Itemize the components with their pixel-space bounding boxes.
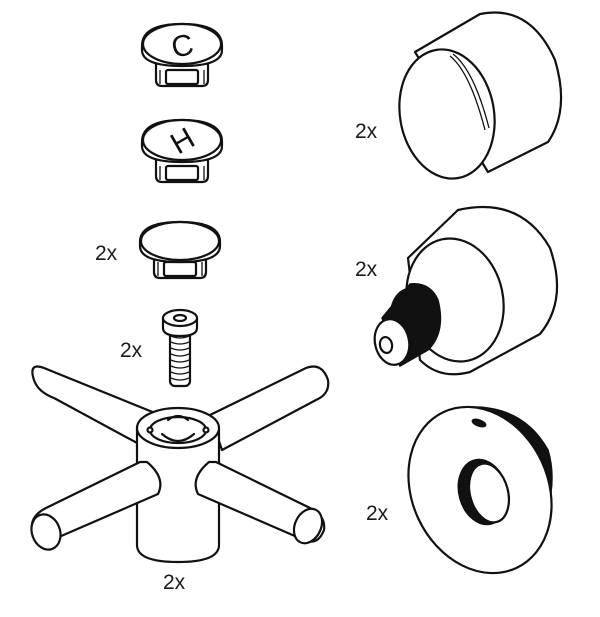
ring-rosette-icon — [407, 405, 553, 575]
screw-icon — [161, 308, 199, 388]
cross-handle-icon — [30, 365, 330, 564]
sleeve-icon — [398, 11, 563, 180]
spline-adapter-quantity: 2x — [355, 258, 378, 281]
cap-cold-icon: C — [140, 22, 224, 88]
sleeve-quantity: 2x — [355, 120, 378, 143]
spline-adapter-icon — [373, 205, 559, 376]
cap-plain-quantity: 2x — [95, 242, 118, 265]
cap-hot-icon: H — [140, 118, 224, 184]
screw-quantity: 2x — [120, 339, 143, 362]
ring-rosette-quantity: 2x — [366, 502, 389, 525]
cap-plain-icon — [138, 220, 222, 280]
cross-handle-quantity: 2x — [163, 571, 186, 594]
